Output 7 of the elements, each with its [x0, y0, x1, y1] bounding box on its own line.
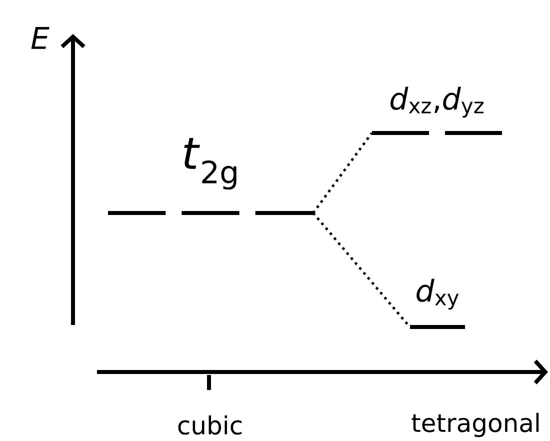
- energy-level: d$_{xz}$,d$_{yz}$: [372, 86, 502, 135]
- energy-level: d$_{xy}$: [410, 278, 465, 329]
- axis-label: cubic: [178, 415, 242, 435]
- axis-label: tetragonal: [412, 412, 539, 438]
- energy-level: t$_{2g}$: [108, 138, 313, 215]
- axis-label: E: [31, 27, 50, 49]
- dotted-line: [312, 132, 373, 214]
